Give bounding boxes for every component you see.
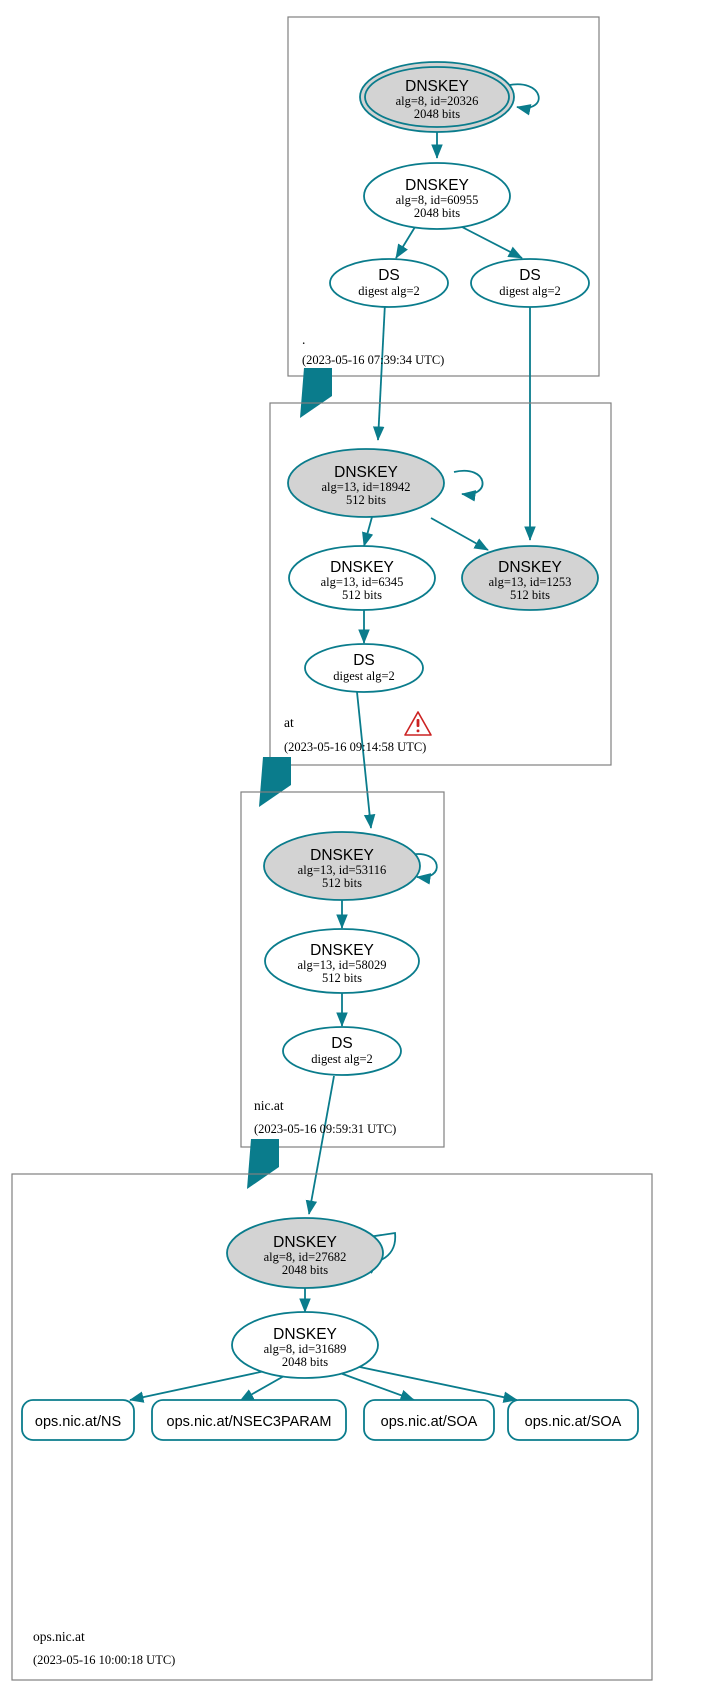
node-dnskey-opsnicat-zsk-31689[interactable]: DNSKEY alg=8, id=31689 2048 bits bbox=[231, 1311, 379, 1379]
zone-timestamp-opsnicat: (2023-05-16 10:00:18 UTC) bbox=[33, 1653, 175, 1667]
zone-box-at bbox=[269, 402, 612, 766]
node-line2: alg=13, id=18942 bbox=[321, 480, 410, 494]
zone-timestamp-nicat: (2023-05-16 09:59:31 UTC) bbox=[254, 1122, 396, 1136]
edge-nicat-ds-to-opsnicat-ksk bbox=[305, 1075, 335, 1215]
node-dnskey-nicat-ksk-53116[interactable]: DNSKEY alg=13, id=53116 512 bits bbox=[263, 831, 421, 901]
zone-link-nicat-to-opsnicat bbox=[247, 1139, 279, 1189]
node-title: DNSKEY bbox=[334, 464, 398, 481]
node-title: DNSKEY bbox=[330, 559, 394, 576]
node-line2: alg=13, id=1253 bbox=[489, 575, 572, 589]
node-line2: alg=8, id=20326 bbox=[396, 94, 479, 108]
node-rrset-soa-1[interactable]: ops.nic.at/SOA bbox=[363, 1399, 495, 1441]
node-dnskey-at-ksk-18942[interactable]: DNSKEY alg=13, id=18942 512 bits bbox=[287, 448, 445, 518]
edge-root-zsk-to-ds-left bbox=[395, 226, 416, 259]
edge-root-zsk-to-ds-right bbox=[461, 226, 523, 259]
node-ds-root-right[interactable]: DS digest alg=2 bbox=[470, 258, 590, 308]
node-line3: 512 bits bbox=[322, 876, 362, 890]
node-line3: 2048 bits bbox=[282, 1263, 328, 1277]
zone-link-root-to-at bbox=[300, 368, 332, 418]
node-line3: 2048 bits bbox=[414, 206, 460, 220]
zone-link-at-to-nicat bbox=[259, 757, 291, 807]
zone-label-opsnicat: ops.nic.at bbox=[33, 1629, 85, 1644]
node-line2: alg=8, id=60955 bbox=[396, 193, 479, 207]
node-line3: 512 bits bbox=[322, 971, 362, 985]
zone-box-root bbox=[287, 16, 600, 377]
node-dnskey-opsnicat-ksk-27682[interactable]: DNSKEY alg=8, id=27682 2048 bits bbox=[226, 1217, 384, 1289]
node-rrset-nsec3param[interactable]: ops.nic.at/NSEC3PARAM bbox=[151, 1399, 347, 1441]
edge-at-ksk-to-zsk-6345 bbox=[362, 516, 374, 547]
rrset-label: ops.nic.at/NS bbox=[35, 1414, 121, 1430]
node-line2: alg=13, id=6345 bbox=[321, 575, 404, 589]
node-line3: 512 bits bbox=[342, 588, 382, 602]
node-line2: digest alg=2 bbox=[499, 284, 561, 298]
zone-box-opsnicat bbox=[11, 1173, 653, 1681]
edge-opsnicat-zsk-to-soa-1 bbox=[339, 1372, 415, 1401]
node-rrset-ns[interactable]: ops.nic.at/NS bbox=[21, 1399, 135, 1441]
node-line3: 2048 bits bbox=[414, 107, 460, 121]
node-line3: 2048 bits bbox=[282, 1355, 328, 1369]
edge-root-ds-left-to-at-ksk bbox=[372, 302, 386, 441]
node-title: DNSKEY bbox=[273, 1326, 337, 1343]
node-line3: 512 bits bbox=[346, 493, 386, 507]
edge-opsnicat-zsk-to-ns bbox=[129, 1370, 266, 1403]
rrset-label: ops.nic.at/NSEC3PARAM bbox=[167, 1414, 332, 1430]
zone-label-at: at bbox=[284, 715, 294, 730]
node-line2: alg=13, id=53116 bbox=[298, 863, 387, 877]
node-title: DNSKEY bbox=[273, 1234, 337, 1251]
node-line2: alg=8, id=27682 bbox=[264, 1250, 347, 1264]
node-dnskey-at-zsk-6345[interactable]: DNSKEY alg=13, id=6345 512 bits bbox=[288, 545, 436, 611]
node-line2: alg=8, id=31689 bbox=[264, 1342, 347, 1356]
node-line2: digest alg=2 bbox=[311, 1052, 373, 1066]
zone-label-root: . bbox=[302, 332, 305, 347]
node-ds-root-left[interactable]: DS digest alg=2 bbox=[329, 258, 449, 308]
zone-timestamp-root: (2023-05-16 07:39:34 UTC) bbox=[302, 353, 444, 367]
zone-label-nicat: nic.at bbox=[254, 1098, 284, 1113]
edge-selfloop-root-ksk bbox=[504, 83, 540, 116]
node-ds-nicat[interactable]: DS digest alg=2 bbox=[282, 1026, 402, 1076]
edge-opsnicat-zsk-to-soa-2 bbox=[354, 1365, 518, 1403]
node-title: DS bbox=[331, 1035, 353, 1052]
rrset-label: ops.nic.at/SOA bbox=[525, 1414, 622, 1430]
node-rrset-soa-2[interactable]: ops.nic.at/SOA bbox=[507, 1399, 639, 1441]
node-dnskey-root-ksk-20326[interactable]: DNSKEY alg=8, id=20326 2048 bits bbox=[359, 61, 515, 133]
edge-selfloop-nicat-ksk bbox=[408, 853, 438, 885]
node-line3: 512 bits bbox=[510, 588, 550, 602]
node-line2: digest alg=2 bbox=[333, 669, 395, 683]
node-dnskey-root-zsk-60955[interactable]: DNSKEY alg=8, id=60955 2048 bits bbox=[363, 162, 511, 230]
node-title: DS bbox=[519, 267, 541, 284]
node-title: DNSKEY bbox=[405, 177, 469, 194]
zone-box-nicat bbox=[240, 791, 445, 1148]
edge-opsnicat-zsk-to-nsec3param bbox=[239, 1375, 285, 1402]
node-dnskey-at-ksk-1253[interactable]: DNSKEY alg=13, id=1253 512 bits bbox=[461, 545, 599, 611]
zone-timestamp-at: (2023-05-16 09:14:58 UTC) bbox=[284, 740, 426, 754]
node-title: DNSKEY bbox=[498, 559, 562, 576]
node-dnskey-nicat-zsk-58029[interactable]: DNSKEY alg=13, id=58029 512 bits bbox=[264, 928, 420, 994]
edge-at-ds-to-nicat-ksk bbox=[356, 691, 376, 829]
node-title: DNSKEY bbox=[310, 847, 374, 864]
edge-at-ksk-to-key-1253 bbox=[430, 517, 489, 551]
node-line2: digest alg=2 bbox=[358, 284, 420, 298]
node-ds-at[interactable]: DS digest alg=2 bbox=[304, 643, 424, 693]
warning-triangle-icon[interactable] bbox=[404, 711, 432, 736]
node-title: DS bbox=[378, 267, 400, 284]
node-title: DNSKEY bbox=[310, 942, 374, 959]
node-line2: alg=13, id=58029 bbox=[297, 958, 386, 972]
node-title: DS bbox=[353, 652, 375, 669]
node-title: DNSKEY bbox=[405, 78, 469, 95]
edge-selfloop-at-ksk bbox=[453, 469, 484, 502]
rrset-label: ops.nic.at/SOA bbox=[381, 1414, 478, 1430]
